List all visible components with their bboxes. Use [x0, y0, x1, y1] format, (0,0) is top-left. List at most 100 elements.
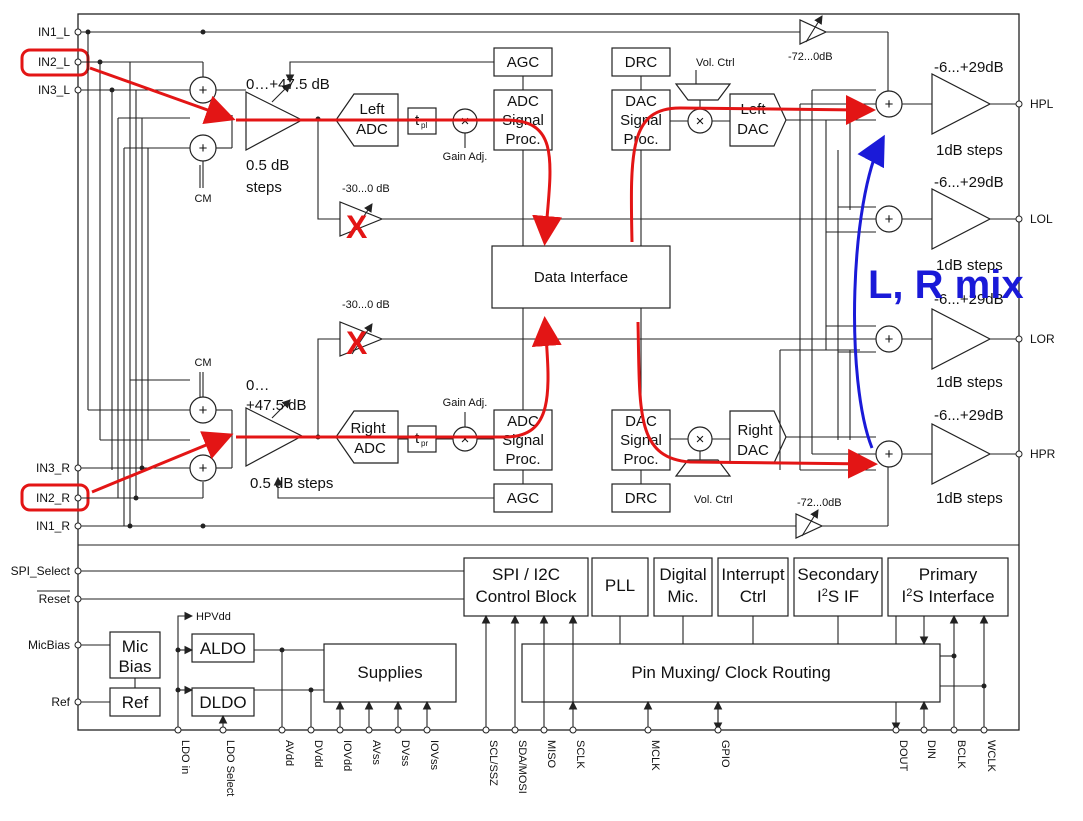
lor-gain-range: -6...+29dB	[934, 291, 1004, 308]
junction-dots	[85, 29, 321, 529]
right-pga-range-2: +47.5 dB	[246, 397, 306, 414]
pin-in1-r: IN1_R	[36, 519, 70, 533]
pin-label-iovdd: IOVdd	[341, 740, 353, 771]
left-drc-block	[611, 47, 671, 77]
mic-bias-block	[109, 631, 161, 679]
svg-text:+: +	[885, 331, 894, 348]
right-dsp-l1: DAC	[625, 413, 657, 430]
pin-in1-l: IN1_L	[38, 25, 70, 39]
pin-dot	[920, 726, 928, 734]
right-drc-block	[611, 483, 671, 513]
right-dac-label-2: DAC	[737, 442, 769, 459]
right-asp-l1: ADC	[507, 413, 539, 430]
pin-label-mclk: MCLK	[649, 740, 661, 771]
pin-dot	[482, 726, 490, 734]
left-dsp-l3: Proc.	[623, 131, 658, 148]
right-bypass-range: -30...0 dB	[342, 299, 390, 311]
input-mixers: + + + +	[189, 76, 217, 482]
pin-dot	[644, 726, 652, 734]
svg-text:×: ×	[461, 431, 470, 448]
hpl-gain-steps: 1dB steps	[936, 142, 1003, 159]
svg-text:+: +	[885, 211, 894, 228]
pin-in2-l: IN2_L	[38, 55, 70, 69]
right-dsp-l2: Signal	[620, 432, 662, 449]
pin-hpl: HPL	[1030, 97, 1054, 111]
pin-dot	[394, 726, 402, 734]
right-dsp-l3: Proc.	[623, 451, 658, 468]
right-bypass-mute-x: X	[346, 325, 368, 361]
output-mixers: + + + +	[875, 90, 903, 468]
mic-bias-label-1: Mic	[122, 637, 149, 656]
spi-label-1: SPI / I2C	[492, 565, 560, 584]
pin-in3-l: IN3_L	[38, 83, 70, 97]
left-pga-steps-1: 0.5 dB	[246, 157, 289, 174]
pri-label-2: I2S Interface	[901, 587, 994, 606]
left-adc-label-1: Left	[359, 101, 385, 118]
svg-text:+: +	[199, 460, 208, 477]
pin-dot	[307, 726, 315, 734]
left-dsp-l1: DAC	[625, 93, 657, 110]
left-dac-block	[729, 93, 787, 147]
right-agc-label: AGC	[507, 490, 540, 507]
line-bypass: -72...0dB -72...0dB	[788, 15, 842, 539]
lol-amp	[931, 188, 992, 250]
pin-label-avss: AVss	[370, 740, 382, 765]
pri-label-1: Primary	[919, 565, 978, 584]
left-bypass-range: -30...0 dB	[342, 183, 390, 195]
right-pga-steps: 0.5 dB steps	[250, 475, 333, 492]
analog-bypass: -30...0 dB -30...0 dB X X	[317, 119, 876, 437]
wiring-dots	[175, 647, 987, 693]
dldo-label: DLDO	[199, 693, 246, 712]
left-adc-label-2: ADC	[356, 121, 388, 138]
pin-mux-block	[521, 643, 941, 703]
left-gain-adj: Gain Adj.	[443, 151, 488, 163]
pin-label-ldo-in: LDO in	[179, 740, 191, 774]
pin-dot	[980, 726, 988, 734]
left-pga-steps-2: steps	[246, 179, 282, 196]
right-adc-label-1: Right	[350, 420, 386, 437]
pin-label-din: DIN	[925, 740, 937, 759]
data-interface-block	[491, 245, 671, 309]
svg-text:+: +	[199, 140, 208, 157]
lr-mix-label: L, R mix	[868, 263, 1024, 307]
sec-label-2: I2S IF	[817, 587, 859, 606]
dmic-label-1: Digital	[659, 565, 706, 584]
left-dac-chain: DRC DAC Signal Proc. Vol. Ctrl × Left DA…	[611, 47, 787, 246]
pin-dot	[423, 726, 431, 734]
right-analog-bypass-range: -72...0dB	[797, 497, 842, 509]
right-gain-adj: Gain Adj.	[443, 397, 488, 409]
pin-label-ldo-select: LDO Select	[224, 740, 236, 796]
right-adc-label-2: ADC	[354, 440, 386, 457]
pin-dot	[278, 726, 286, 734]
pin-dot	[219, 726, 227, 734]
hpr-amp	[931, 423, 992, 485]
supplies-block	[323, 643, 457, 703]
left-vol-ctrl-mux	[674, 83, 732, 101]
pin-dot	[365, 726, 373, 734]
lor-amp	[931, 308, 992, 370]
pin-label-dout: DOUT	[897, 740, 909, 771]
pin-label-gpio: GPIO	[719, 740, 731, 768]
pin-hpr: HPR	[1030, 447, 1056, 461]
cm-label-right: CM	[194, 357, 211, 369]
aldo-block	[191, 633, 255, 663]
pin-micbias: MicBias	[28, 638, 70, 652]
output-amps: -6...+29dB 1dB steps -6...+29dB 1dB step…	[931, 59, 1019, 507]
hpr-gain-range: -6...+29dB	[934, 407, 1004, 424]
right-vol-ctrl-label: Vol. Ctrl	[694, 494, 733, 506]
aldo-label: ALDO	[200, 639, 246, 658]
lol-gain-range: -6...+29dB	[934, 174, 1004, 191]
left-bypass-mute-x: X	[346, 209, 368, 245]
output-pins: HPL LOL LOR HPR	[1015, 97, 1056, 461]
right-dac-chain: DAC Signal Proc. DRC × Vol. Ctrl Right D…	[611, 308, 787, 513]
right-pga-range-1: 0…	[246, 377, 269, 394]
pll-block	[591, 557, 649, 617]
pin-in3-r: IN3_R	[36, 461, 70, 475]
pin-dot	[174, 726, 182, 734]
tpr-subscript: pr	[421, 439, 428, 448]
pin-in2-r: IN2_R	[36, 491, 70, 505]
input-routing	[81, 31, 889, 527]
left-agc-label: AGC	[507, 54, 540, 71]
